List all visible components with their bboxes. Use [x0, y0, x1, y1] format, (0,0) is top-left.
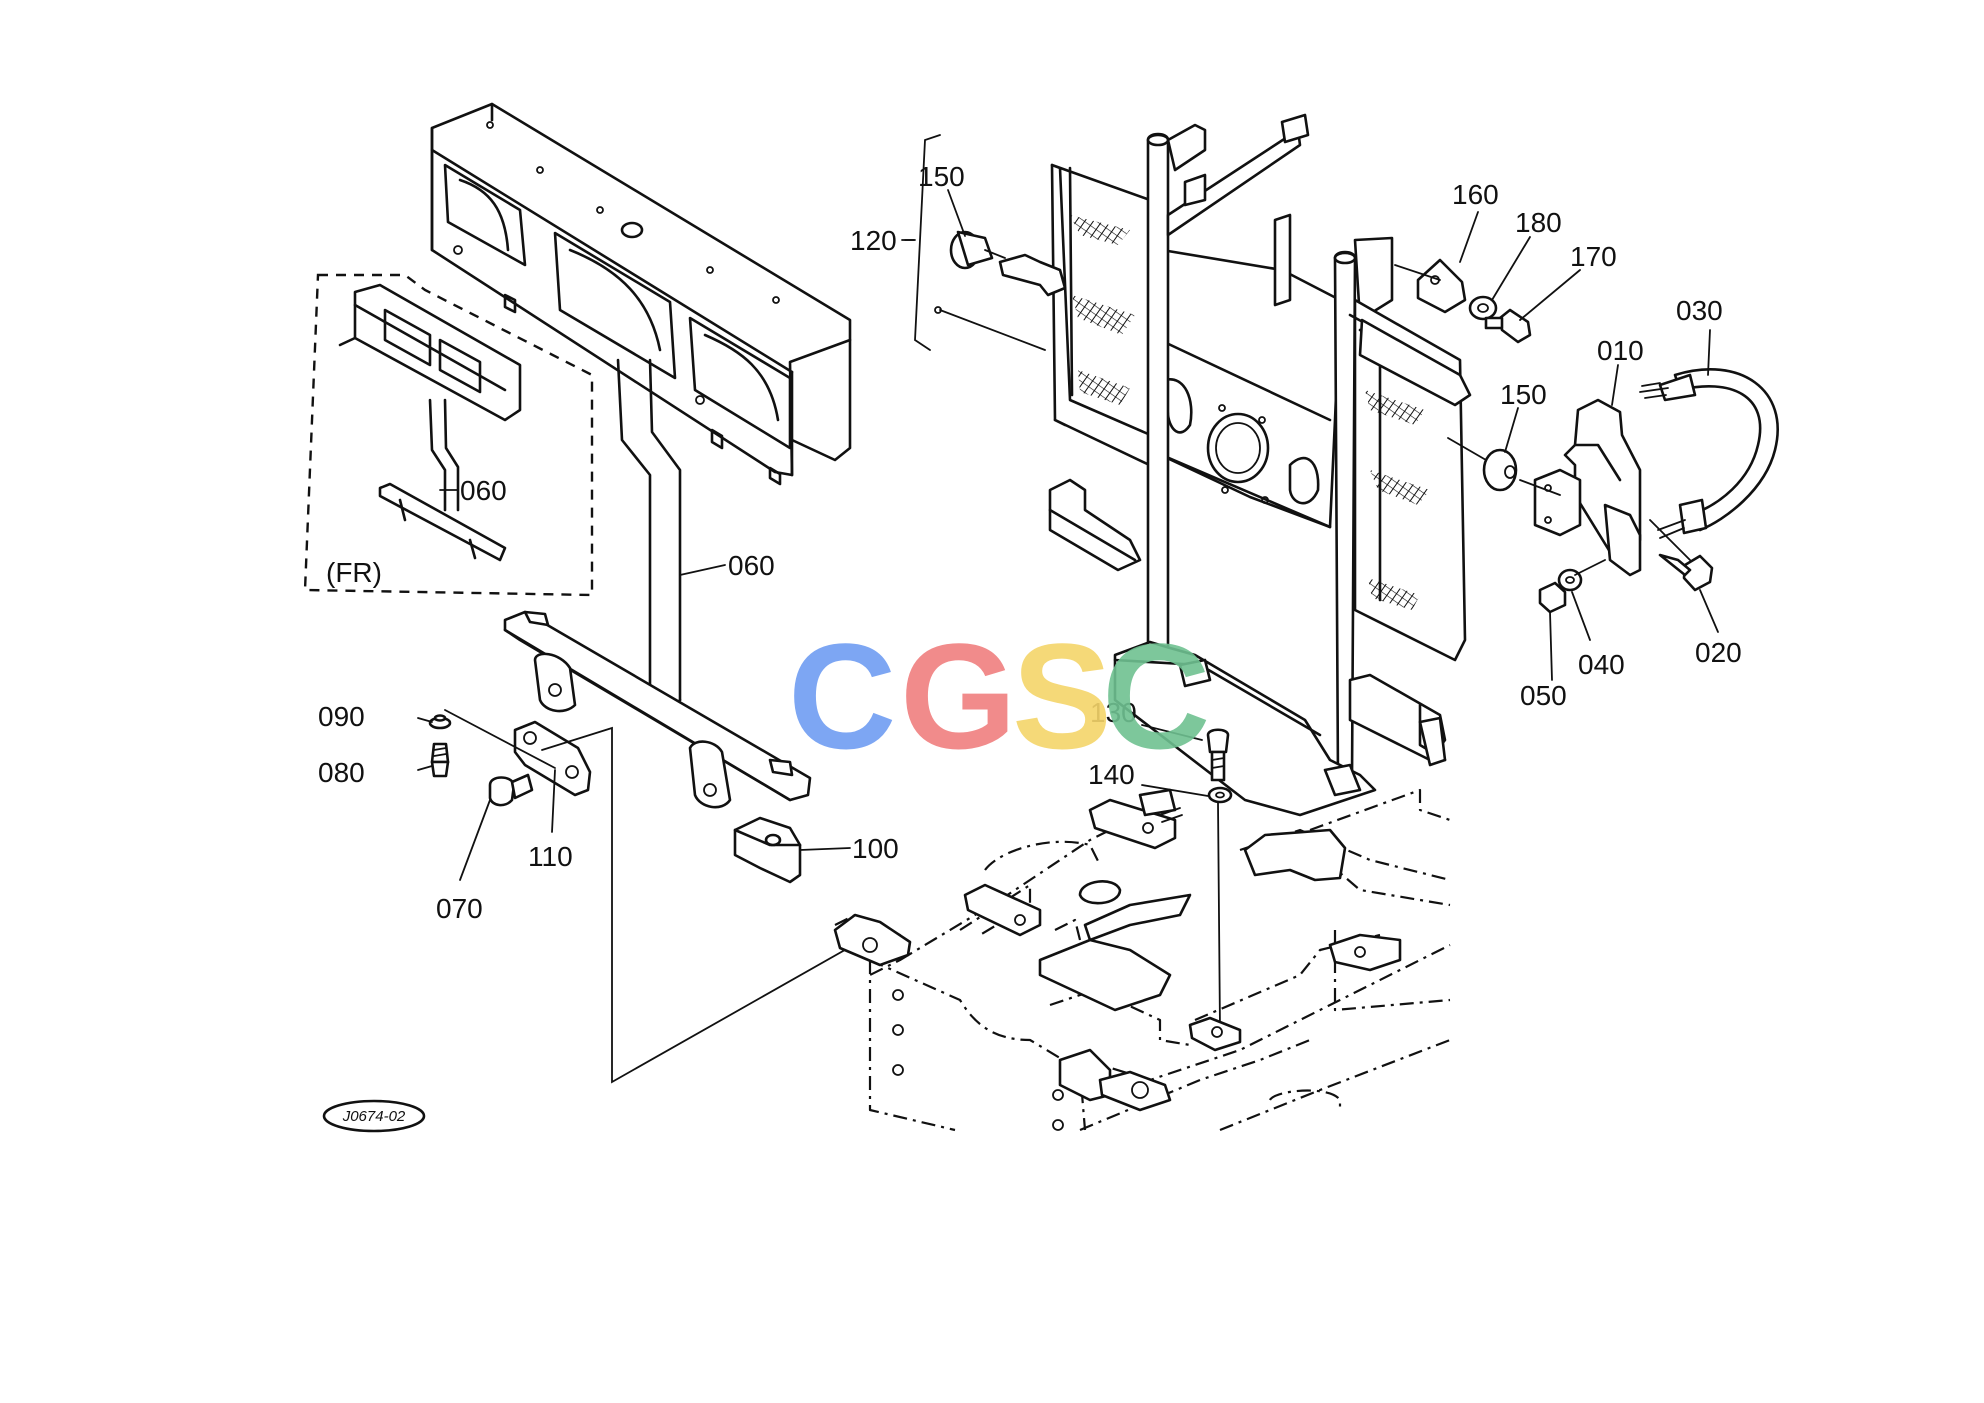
callout-100: 100 — [852, 833, 899, 864]
figure-code-badge: J0674-02 — [322, 1099, 426, 1133]
callout-130: 130 — [1090, 697, 1137, 728]
callout-060-inset: 060 — [460, 475, 507, 506]
callout-150-mid: 150 — [1500, 379, 1547, 410]
callout-labels: 060 060 (FR) 090 080 070 110 100 150 120… — [318, 161, 1742, 924]
callout-070: 070 — [436, 893, 483, 924]
callout-180: 180 — [1515, 207, 1562, 238]
callout-040: 040 — [1578, 649, 1625, 680]
hardware-020-040-050 — [1538, 519, 1714, 614]
bracket-110-assembly — [428, 709, 592, 807]
callout-170: 170 — [1570, 241, 1617, 272]
front-variant-inset — [303, 273, 594, 597]
right-upright-frame — [1048, 113, 1472, 817]
callout-140: 140 — [1088, 759, 1135, 790]
band-030 — [1639, 368, 1779, 539]
callout-080: 080 — [318, 757, 365, 788]
hardware-130-140 — [1206, 728, 1233, 1031]
callout-150-top: 150 — [918, 161, 965, 192]
watermark-letter-c2: C — [1102, 612, 1210, 780]
callout-120: 120 — [850, 225, 897, 256]
left-upper-panel — [430, 102, 852, 486]
watermark-letter-s: S — [1012, 612, 1112, 780]
callout-060-main: 060 — [728, 550, 775, 581]
watermark: C G S C — [788, 612, 1210, 780]
rubber-mount-150b — [1447, 437, 1561, 496]
callout-010: 010 — [1597, 335, 1644, 366]
callout-020: 020 — [1695, 637, 1742, 668]
callout-030: 030 — [1676, 295, 1723, 326]
left-support-post — [616, 358, 682, 709]
callout-110: 110 — [528, 841, 573, 872]
tractor-chassis-phantom — [833, 788, 1451, 1132]
connection-line — [541, 726, 867, 1084]
watermark-letter-c1: C — [788, 612, 896, 780]
clamp-100 — [733, 816, 802, 884]
figure-code: J0674-02 — [342, 1108, 406, 1125]
callout-090: 090 — [318, 701, 365, 732]
bracket-010 — [1533, 398, 1642, 577]
left-lower-rail — [503, 610, 812, 809]
watermark-letter-g: G — [900, 612, 1017, 780]
callout-050: 050 — [1520, 680, 1567, 711]
callout-fr: (FR) — [326, 557, 382, 588]
callout-160: 160 — [1452, 179, 1499, 210]
leader-lines — [417, 189, 1719, 881]
hardware-160-170-180 — [1394, 258, 1532, 344]
